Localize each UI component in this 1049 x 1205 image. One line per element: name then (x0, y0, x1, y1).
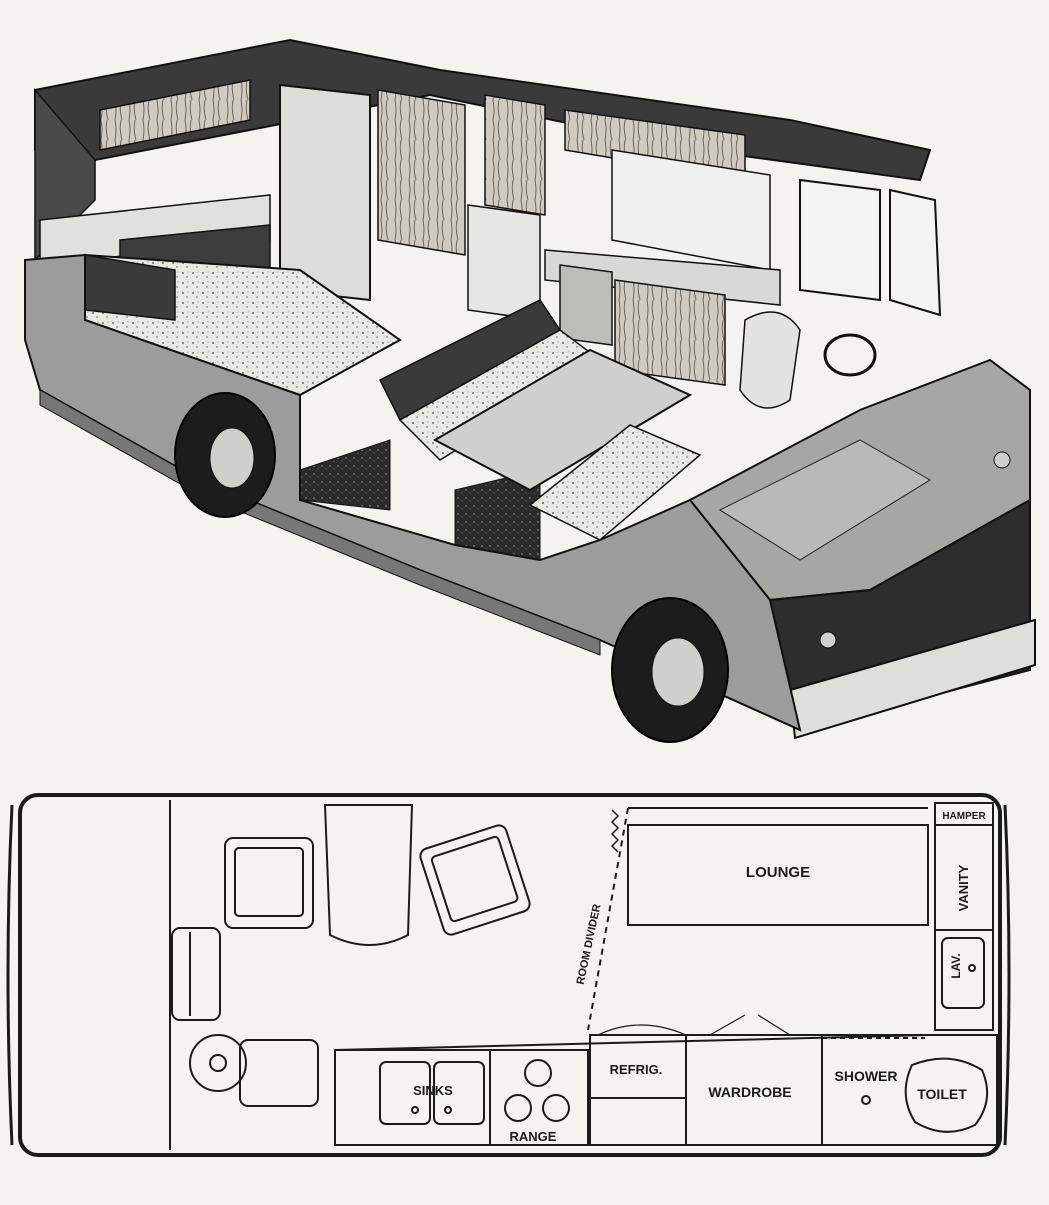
driver-seat (739, 311, 801, 409)
galley-edge (334, 1034, 931, 1051)
refrigerator-cabinet (484, 94, 546, 216)
passenger-seat (171, 927, 221, 1021)
windshield (799, 178, 881, 302)
label-hamper: HAMPER (942, 811, 986, 822)
plan-outline (18, 793, 1002, 1157)
label-lounge: LOUNGE (746, 864, 810, 881)
shower-box (821, 1034, 998, 1146)
floor-plan-labels: LOUNGE HAMPER VANITY LAV. ROOM DIVIDER R… (413, 811, 986, 1144)
lav-drain-icon (968, 964, 976, 972)
chair-right (419, 824, 531, 936)
burner-1-icon (524, 1059, 552, 1087)
bathroom-doorway (279, 83, 371, 302)
front-bumper-line (1003, 804, 1011, 1146)
label-refrig: REFRIG. (610, 1062, 663, 1077)
room-divider-line (587, 807, 629, 1031)
sink-right (433, 1061, 485, 1125)
side-door-window (889, 188, 942, 317)
headlight-right (993, 451, 1011, 469)
label-range: RANGE (510, 1129, 557, 1144)
sink-left-drain (411, 1106, 419, 1114)
label-shower: SHOWER (835, 1068, 898, 1084)
floor-carpet-front (299, 439, 391, 511)
label-lav: LAV. (949, 953, 963, 978)
lav-basin (941, 937, 985, 1009)
camper-cutaway-illustration (24, 38, 1036, 743)
refrig-door-swing (597, 1024, 687, 1036)
galley-counter (544, 249, 781, 306)
range-box (489, 1049, 589, 1146)
label-wardrobe: WARDROBE (708, 1084, 791, 1100)
back-wall (34, 87, 96, 262)
lounge-box (627, 824, 929, 926)
range-oven (559, 264, 613, 346)
burner-2-icon (504, 1094, 532, 1122)
lav-box (934, 929, 994, 1031)
dinette-table (432, 348, 693, 492)
chair-left (224, 837, 314, 929)
room-divider-spring (610, 809, 620, 853)
headlight-left (819, 631, 837, 649)
steering-wheel-icon (189, 1034, 247, 1092)
floor-plan (6, 793, 1011, 1157)
label-sinks: SINKS (413, 1083, 453, 1098)
shower-drain-icon (861, 1095, 871, 1105)
wardrobe-door-swing (709, 1014, 791, 1036)
front-hubcap (651, 637, 705, 707)
rear-hubcap (209, 427, 255, 489)
burner-3-icon (542, 1094, 570, 1122)
table-top (323, 804, 414, 946)
steering-hub (209, 1054, 227, 1072)
wardrobe-doors (377, 89, 466, 256)
refrigerator (467, 204, 541, 321)
label-toilet: TOILET (917, 1086, 967, 1102)
side-window (611, 149, 771, 271)
front-bench (528, 424, 702, 541)
upper-cabinets-left (99, 79, 251, 151)
steering-wheel (823, 333, 877, 377)
driver-seat-plan (239, 1039, 319, 1107)
toilet-bowl (904, 1057, 989, 1133)
label-vanity: VANITY (956, 864, 971, 911)
sink-left (379, 1061, 431, 1125)
rear-bumper-line (6, 804, 14, 1146)
sink-right-drain (444, 1106, 452, 1114)
hood-panel (718, 439, 931, 561)
chair-left-seat (234, 847, 304, 917)
refrig-box (589, 1034, 687, 1146)
chair-right-seat (430, 835, 519, 923)
body-lower-trim (39, 389, 601, 656)
galley-cabinet-doors (614, 279, 726, 386)
